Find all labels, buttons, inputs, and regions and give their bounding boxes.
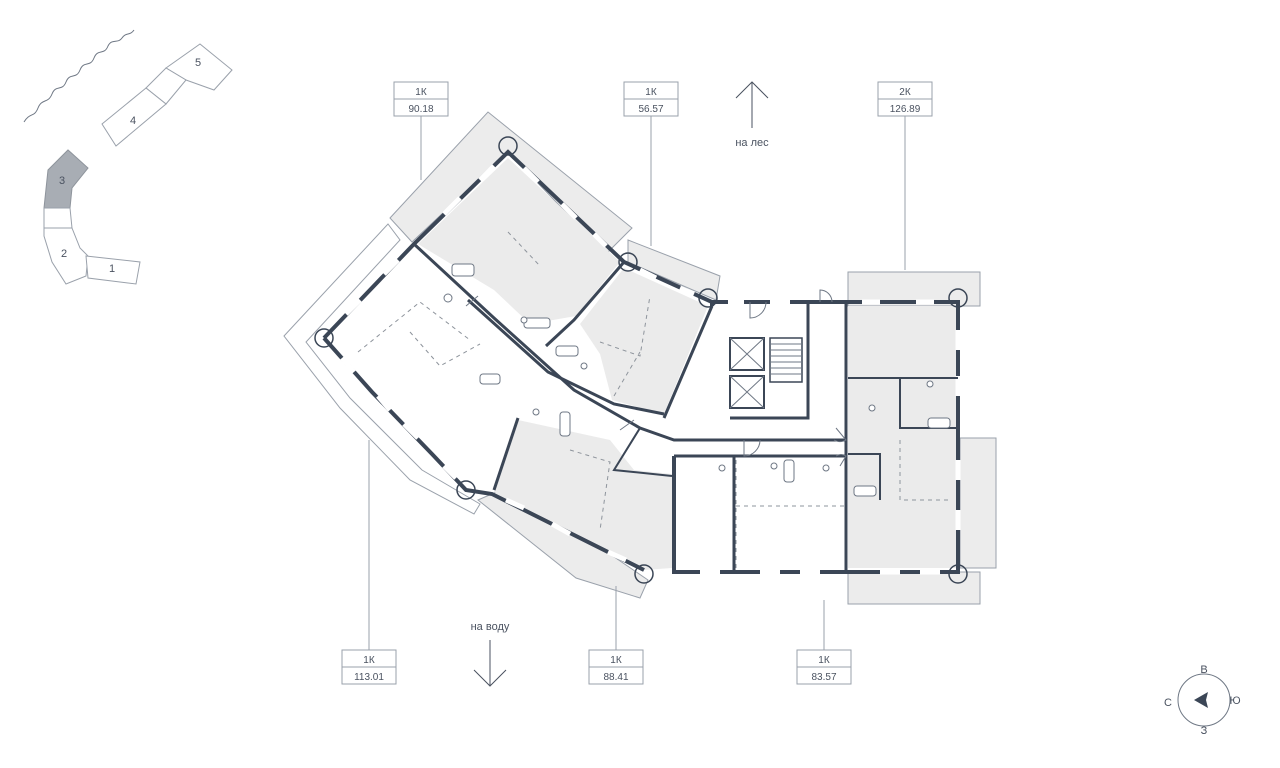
- river-line: [23, 29, 135, 123]
- compass-left: С: [1164, 697, 1172, 709]
- direction-north: на лес: [735, 81, 769, 149]
- toilet-icon: [926, 380, 934, 388]
- apartment-type: 1К: [610, 655, 622, 666]
- apartment-callout[interactable]: 2К 126.89: [877, 81, 933, 270]
- bathtub-icon: [451, 263, 475, 277]
- apartment-callout[interactable]: 1К 56.57: [623, 81, 679, 246]
- key-plan-section-4[interactable]: 4: [101, 67, 187, 147]
- column-circle: [314, 328, 334, 348]
- window-breaks: [340, 164, 961, 575]
- column-circle: [618, 252, 638, 272]
- balcony-right: [959, 437, 997, 569]
- toilet-icon: [718, 464, 726, 472]
- key-plan-section-label: 5: [195, 57, 201, 69]
- room-apt-57: [580, 268, 708, 414]
- key-plan-section-3[interactable]: 3: [43, 149, 89, 209]
- apartment-callout[interactable]: 1К 90.18: [393, 81, 449, 180]
- column-circle: [456, 480, 476, 500]
- toilet-icon: [532, 408, 540, 416]
- bathtub-icon: [783, 459, 795, 483]
- compass-ring: [1177, 673, 1231, 727]
- column-circle: [634, 564, 654, 584]
- apartment-area: 126.89: [890, 104, 921, 115]
- balcony-bottom-right: [847, 571, 981, 605]
- balcony-left-outer: [283, 223, 481, 515]
- bathtub-icon: [523, 317, 551, 329]
- apartment-callout[interactable]: 1К 113.01: [341, 440, 397, 685]
- compass: В Ю З С: [1164, 664, 1241, 737]
- room-apt-88: [494, 420, 672, 570]
- apartment-area: 56.57: [638, 104, 663, 115]
- doors: [465, 289, 847, 467]
- key-plan-section-label: 2: [61, 248, 67, 260]
- direction-label-forest: на лес: [735, 137, 769, 149]
- key-plan-section-1[interactable]: 1: [85, 255, 141, 285]
- apartment-callout[interactable]: 1К 83.57: [796, 600, 852, 685]
- toilet-icon: [770, 462, 778, 470]
- bathtub-icon: [927, 417, 951, 429]
- direction-label-water: на воду: [471, 621, 510, 633]
- room-apt-126: [848, 306, 956, 568]
- room-apt-90: [418, 158, 620, 324]
- fixtures: [443, 263, 951, 497]
- balcony-top-right: [847, 271, 981, 307]
- arrow-up-icon: [735, 81, 769, 128]
- key-plan-section-2[interactable]: 2: [43, 207, 89, 285]
- apartment-area: 83.57: [811, 672, 836, 683]
- stairs: [769, 337, 803, 383]
- bathtub-icon: [555, 345, 579, 357]
- compass-right: Ю: [1229, 695, 1240, 707]
- compass-bottom: З: [1201, 725, 1208, 737]
- zone-lines: [357, 231, 950, 570]
- compass-arrow-icon: [1194, 692, 1208, 708]
- corner-columns: [314, 136, 968, 584]
- core: [729, 337, 803, 409]
- compass-top: В: [1200, 664, 1207, 676]
- apartment-area: 88.41: [603, 672, 628, 683]
- key-plan: 5 4 3 2 1: [23, 29, 233, 285]
- bathtub-icon: [853, 485, 877, 497]
- column-circle: [948, 564, 968, 584]
- arrow-down-icon: [473, 640, 507, 687]
- apartment-type: 1К: [645, 87, 657, 98]
- key-plan-section-label: 4: [130, 115, 136, 127]
- toilet-icon: [868, 404, 876, 412]
- toilet-icon: [443, 293, 453, 303]
- apartment-area: 90.18: [408, 104, 433, 115]
- interior-walls: [412, 242, 958, 572]
- apartment-type: 1К: [818, 655, 830, 666]
- toilet-icon: [520, 316, 528, 324]
- bathtub-icon: [479, 373, 501, 385]
- room-fills: [418, 158, 956, 570]
- key-plan-section-label: 3: [59, 175, 65, 187]
- apartment-type: 1К: [415, 87, 427, 98]
- apartment-area: 113.01: [354, 672, 384, 683]
- bathtub-icon: [559, 411, 571, 437]
- toilet-icon: [822, 464, 830, 472]
- column-circle: [498, 136, 518, 156]
- column-circle: [698, 288, 718, 308]
- column-circle: [948, 288, 968, 308]
- key-plan-section-label: 1: [109, 263, 115, 275]
- apartment-callout[interactable]: 1К 88.41: [588, 586, 644, 685]
- toilet-icon: [580, 362, 588, 370]
- direction-south: на воду: [471, 621, 510, 687]
- apartment-type: 2К: [899, 87, 911, 98]
- apartment-type: 1К: [363, 655, 375, 666]
